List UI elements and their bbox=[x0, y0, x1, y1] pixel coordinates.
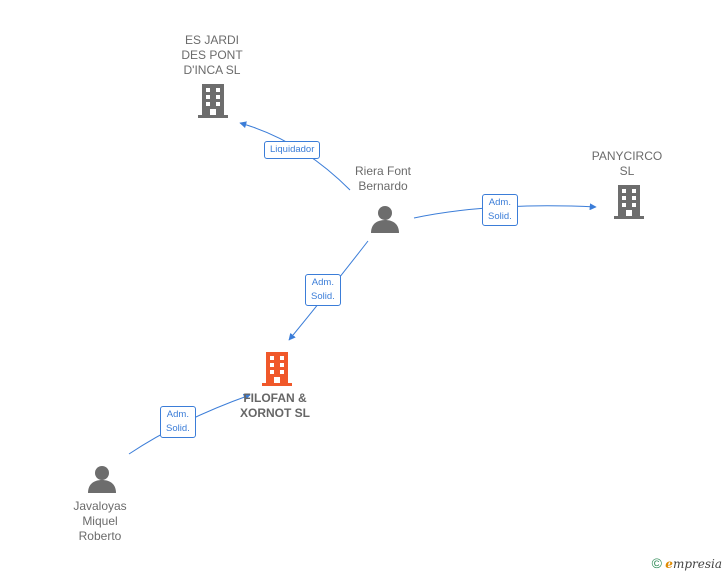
company-label-filofan[interactable]: FILOFAN & XORNOT SL bbox=[239, 391, 310, 420]
edge-label-adm-solid-javaloyas: Adm. Solid. bbox=[160, 406, 196, 438]
copyright-symbol: © bbox=[651, 555, 662, 571]
company-label-panycirco[interactable]: PANYCIRCO SL bbox=[591, 149, 663, 178]
edge-label-liquidador: Liquidador bbox=[264, 141, 321, 159]
person-icon[interactable] bbox=[88, 466, 116, 493]
copyright-footer: © empresia bbox=[652, 555, 722, 571]
edge-label-adm-solid-panycirco: Adm. Solid. bbox=[482, 194, 518, 226]
company-label-es-jardi[interactable]: ES JARDI DES PONT D'INCA SL bbox=[181, 33, 243, 77]
person-icon[interactable] bbox=[371, 206, 399, 233]
building-icon[interactable] bbox=[198, 84, 228, 118]
person-label-riera[interactable]: Riera Font Bernardo bbox=[354, 164, 412, 193]
building-icon[interactable] bbox=[614, 185, 644, 219]
person-label-javaloyas[interactable]: Javaloyas Miquel Roberto bbox=[73, 499, 127, 543]
brand-logo[interactable]: empresia bbox=[665, 557, 722, 571]
building-icon[interactable] bbox=[262, 352, 292, 386]
edge-label-adm-solid-filofan: Adm. Solid. bbox=[305, 274, 341, 306]
